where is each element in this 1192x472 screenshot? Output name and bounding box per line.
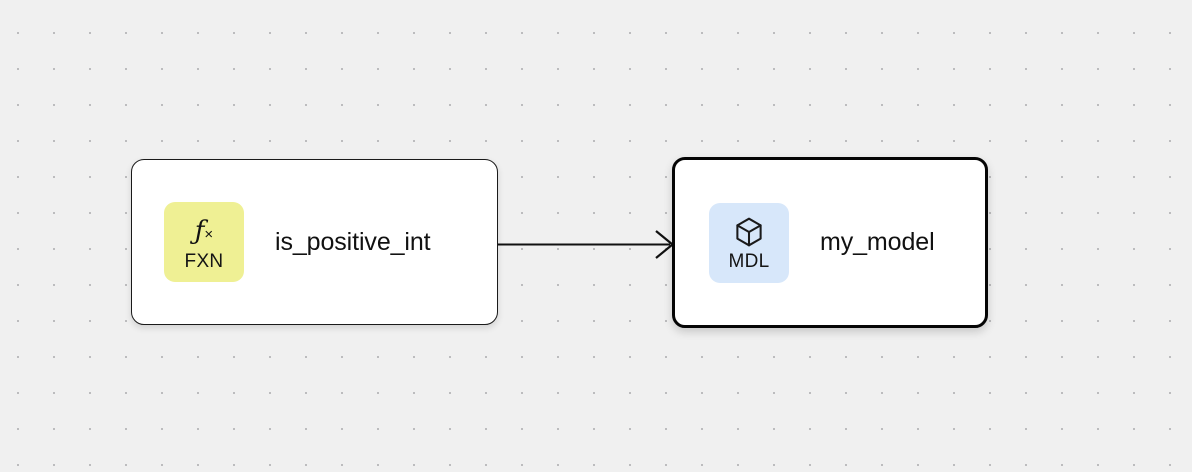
- mdl-badge-abbrev: MDL: [728, 251, 770, 272]
- fxn-badge: ƒ × FXN: [164, 202, 244, 282]
- fx-glyph-times: ×: [204, 226, 214, 243]
- fxn-badge-abbrev: FXN: [184, 250, 224, 272]
- node-label-my-model: my_model: [820, 228, 935, 256]
- fx-glyph-symbol: ƒ: [194, 215, 205, 246]
- cube-icon: [732, 214, 766, 250]
- node-label-is-positive-int: is_positive_int: [275, 227, 431, 256]
- function-fx-icon: ƒ ×: [195, 214, 213, 250]
- edge-fxn-to-mdl[interactable]: [498, 230, 675, 259]
- edge-arrowhead-icon: [655, 230, 675, 259]
- mdl-badge: MDL: [709, 202, 789, 283]
- node-my-model[interactable]: MDL my_model: [672, 157, 988, 328]
- cube-icon-svg: [736, 217, 762, 247]
- node-is-positive-int[interactable]: ƒ × FXN is_positive_int: [131, 159, 498, 325]
